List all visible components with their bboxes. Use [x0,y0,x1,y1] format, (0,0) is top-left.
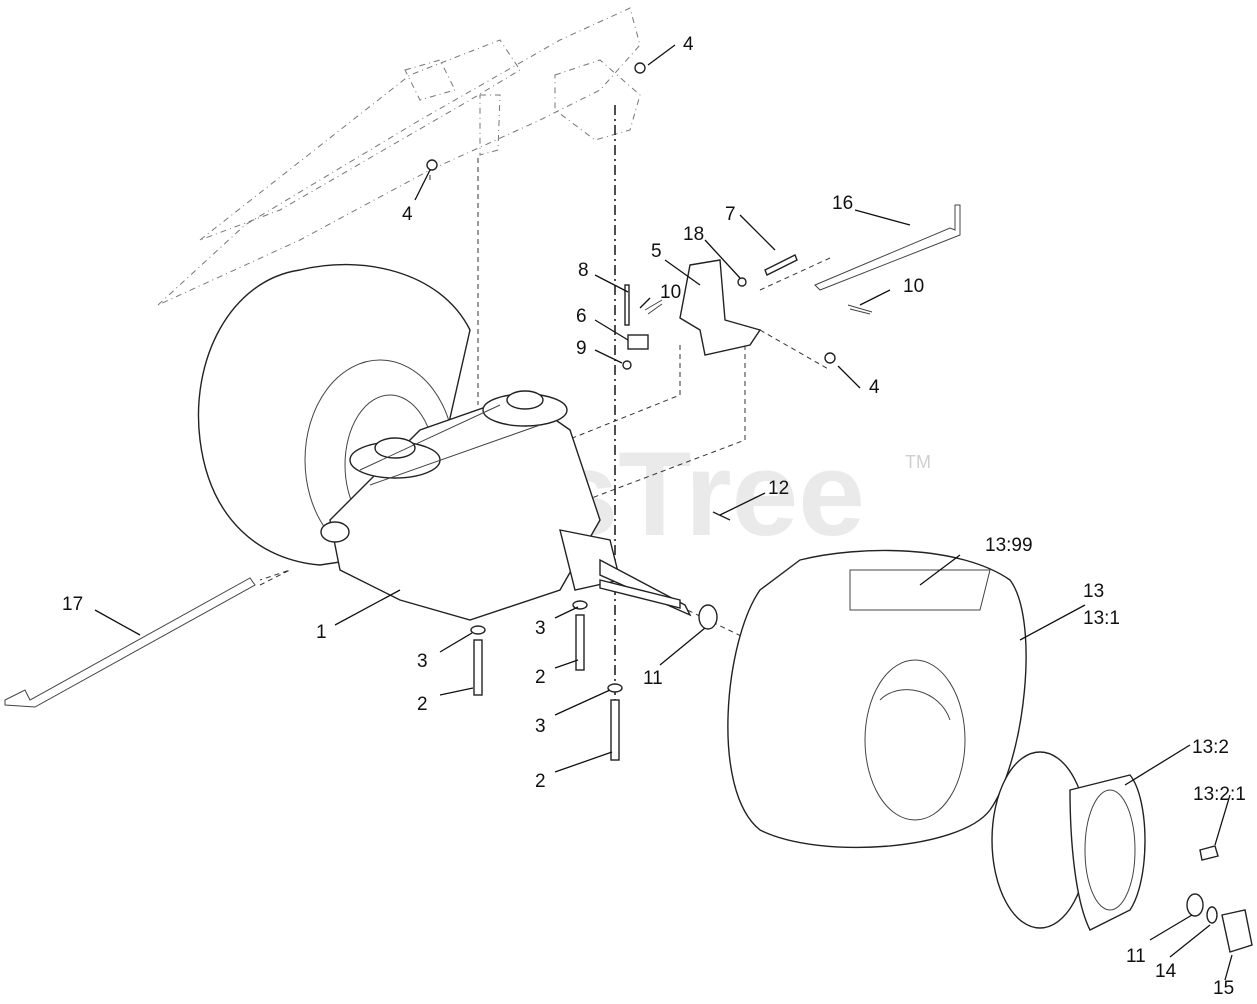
callout-labels: 4 4 4 16 7 18 5 8 10 10 6 9 12 13:99 13 … [62,34,1246,999]
callout-12: 12 [768,478,789,499]
callout-13-1: 13:1 [1083,608,1120,629]
callout-9: 9 [576,338,587,359]
callout-7: 7 [725,204,736,225]
callout-17: 17 [62,594,83,615]
callout-3-bottom: 3 [535,716,546,737]
right-tire [727,549,1027,849]
callout-6: 6 [576,306,587,327]
callout-13: 13 [1083,581,1104,602]
small-parts [4,62,1253,953]
callout-15: 15 [1213,978,1234,999]
frame-outline [157,7,641,306]
callout-4-right: 4 [869,377,880,398]
callout-11-hub: 11 [1126,946,1146,967]
callout-5: 5 [651,241,662,262]
callout-8: 8 [578,260,589,281]
callout-18: 18 [683,224,704,245]
watermark-trademark: TM [905,452,931,472]
callout-3-middle: 3 [535,618,546,639]
callout-14: 14 [1155,961,1177,982]
wheel-rim [991,751,1146,931]
callout-10-left: 10 [660,282,681,303]
callout-4-top: 4 [683,34,694,55]
callout-16: 16 [832,193,853,214]
callout-11-axle: 11 [643,668,663,689]
callout-13-2: 13:2 [1192,737,1229,758]
callout-4-left: 4 [402,204,413,225]
leader-lines [94,44,1233,981]
callout-13-2-1: 13:2:1 [1193,784,1246,805]
callout-2-bottom: 2 [535,771,546,792]
callout-1: 1 [316,622,327,643]
callout-13-99: 13:99 [985,535,1033,556]
callout-3-left: 3 [417,651,428,672]
callout-2-middle: 2 [535,667,546,688]
callout-2-left: 2 [417,694,428,715]
callout-10-right: 10 [903,276,924,297]
